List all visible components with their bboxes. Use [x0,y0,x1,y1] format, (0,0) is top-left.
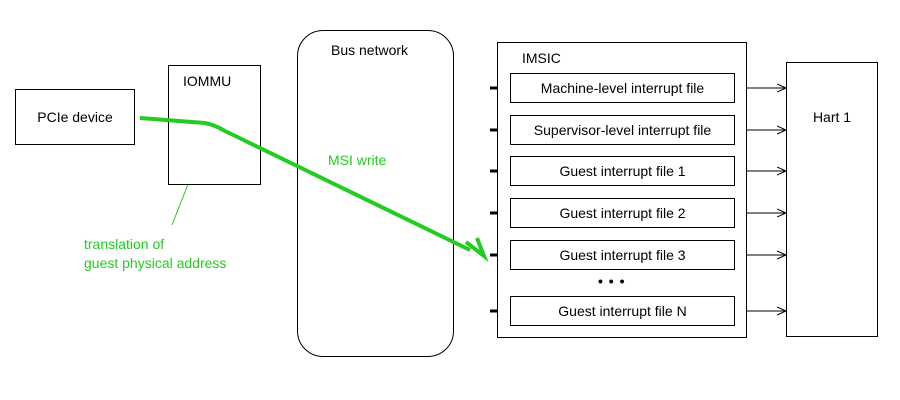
hart-box: Hart 1 [786,62,878,337]
interrupt-file-label: Guest interrupt file 3 [559,247,686,263]
interrupt-file-machine: Machine-level interrupt file [510,73,735,103]
interrupt-file-label: Guest interrupt file 2 [559,205,686,221]
interrupt-file-label: Machine-level interrupt file [540,80,705,96]
interrupt-file-label: Supervisor-level interrupt file [533,122,712,138]
pcie-device-label: PCIe device [37,109,113,125]
interrupt-file-supervisor: Supervisor-level interrupt file [510,115,735,145]
msi-write-label: MSI write [328,152,387,168]
hart-label: Hart 1 [812,109,852,125]
ellipsis: • • • [598,273,626,289]
interrupt-file-label: Guest interrupt file 1 [559,163,686,179]
interrupt-file-guest-n: Guest interrupt file N [510,296,735,326]
bus-network-label: Bus network [331,42,409,58]
translation-label-line1: translation of [84,236,165,252]
pcie-device-box: PCIe device [15,89,135,145]
interrupt-file-guest-3: Guest interrupt file 3 [510,240,735,270]
iommu-label: IOMMU [183,73,232,89]
bus-network-box: Bus network [297,30,454,357]
msi-write-path [139,116,471,252]
interrupt-file-label: Guest interrupt file N [558,303,687,319]
imsic-label: IMSIC [522,50,561,66]
msi-write-arrowhead [464,237,489,263]
interrupt-file-guest-2: Guest interrupt file 2 [510,198,735,228]
translation-label-line2: guest physical address [84,255,227,271]
interrupt-file-guest-1: Guest interrupt file 1 [510,156,735,186]
